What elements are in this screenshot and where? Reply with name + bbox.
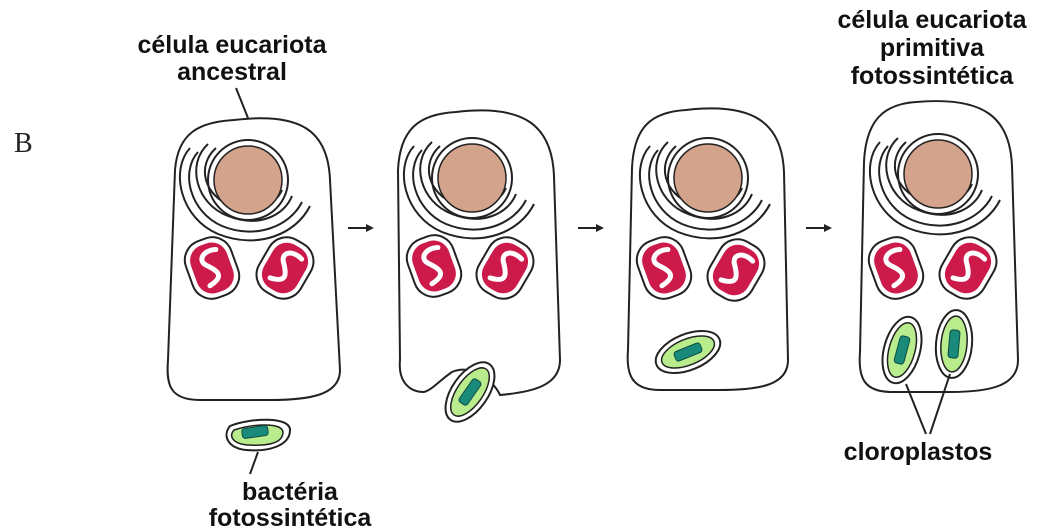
label-primitive-line1: célula eucariota	[838, 6, 1028, 34]
label-ancestral-line2: ancestral	[177, 58, 287, 86]
ancestral-pointer	[236, 88, 248, 118]
cell-internalized	[628, 108, 788, 390]
arrow-2	[578, 224, 604, 232]
label-ancestral-line1: célula eucariota	[138, 31, 328, 59]
panel-letter: B	[14, 128, 33, 159]
label-primitive-line2: primitiva	[880, 34, 985, 62]
label-chloroplasts: cloroplastos	[844, 438, 993, 466]
bacterium-pointer	[250, 452, 258, 474]
bacterium-free	[227, 420, 290, 451]
arrow-1	[348, 224, 374, 232]
label-primitive-line3: fotossintética	[851, 62, 1015, 90]
label-bacteria-line2: fotossintética	[209, 504, 373, 529]
cell-primitive	[860, 101, 1018, 392]
arrow-3	[806, 224, 832, 232]
cell-engulfing	[398, 110, 560, 430]
cell-ancestral	[168, 118, 340, 400]
label-bacteria-line1: bactéria	[242, 478, 339, 506]
